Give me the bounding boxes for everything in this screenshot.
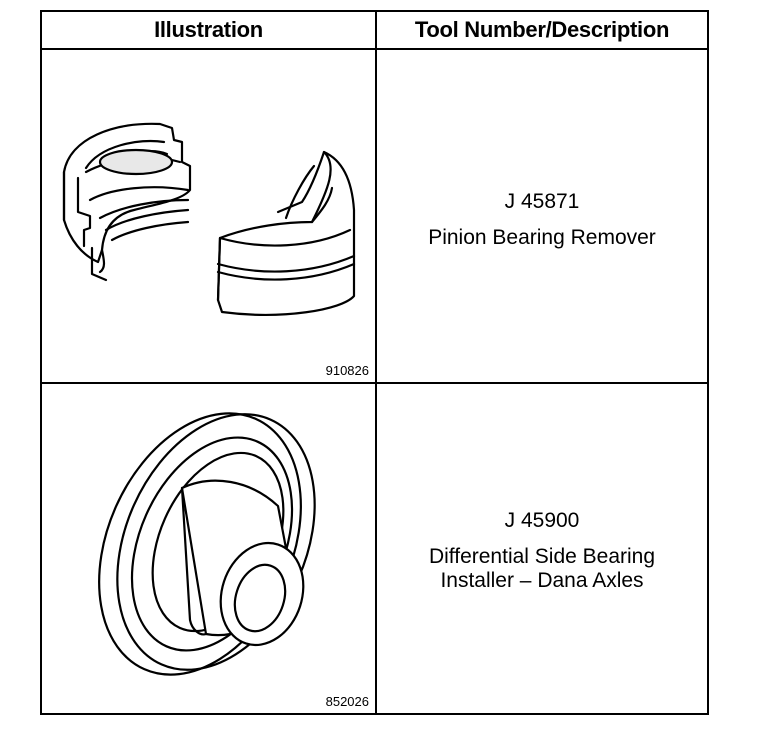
figure-number: 852026: [325, 694, 369, 709]
header-divider: [42, 48, 707, 50]
tool-description-2: J 45900 Differential Side Bearing Instal…: [377, 509, 707, 593]
side-bearing-installer-drawing: [98, 412, 316, 676]
tool-description-1: J 45871 Pinion Bearing Remover: [377, 190, 707, 250]
pinion-bearing-remover-drawing: [62, 122, 356, 316]
column-divider: [375, 12, 377, 713]
header-illustration: Illustration: [154, 17, 263, 42]
tool-number: J 45871: [504, 190, 580, 213]
tool-description-line: Installer – Dana Axles: [440, 569, 644, 592]
header-tool-description: Tool Number/Description: [414, 17, 670, 42]
tool-table: Illustration Tool Number/Description: [40, 10, 709, 715]
tool-description-line: Differential Side Bearing: [428, 545, 656, 568]
figure-number: 910826: [325, 363, 369, 378]
illustration-pinion-bearing-remover: 910826: [42, 50, 375, 382]
illustration-side-bearing-installer: 852026: [42, 384, 375, 713]
tool-description-line: Pinion Bearing Remover: [428, 226, 656, 249]
row-divider: [42, 382, 707, 384]
tool-number: J 45900: [504, 509, 580, 532]
